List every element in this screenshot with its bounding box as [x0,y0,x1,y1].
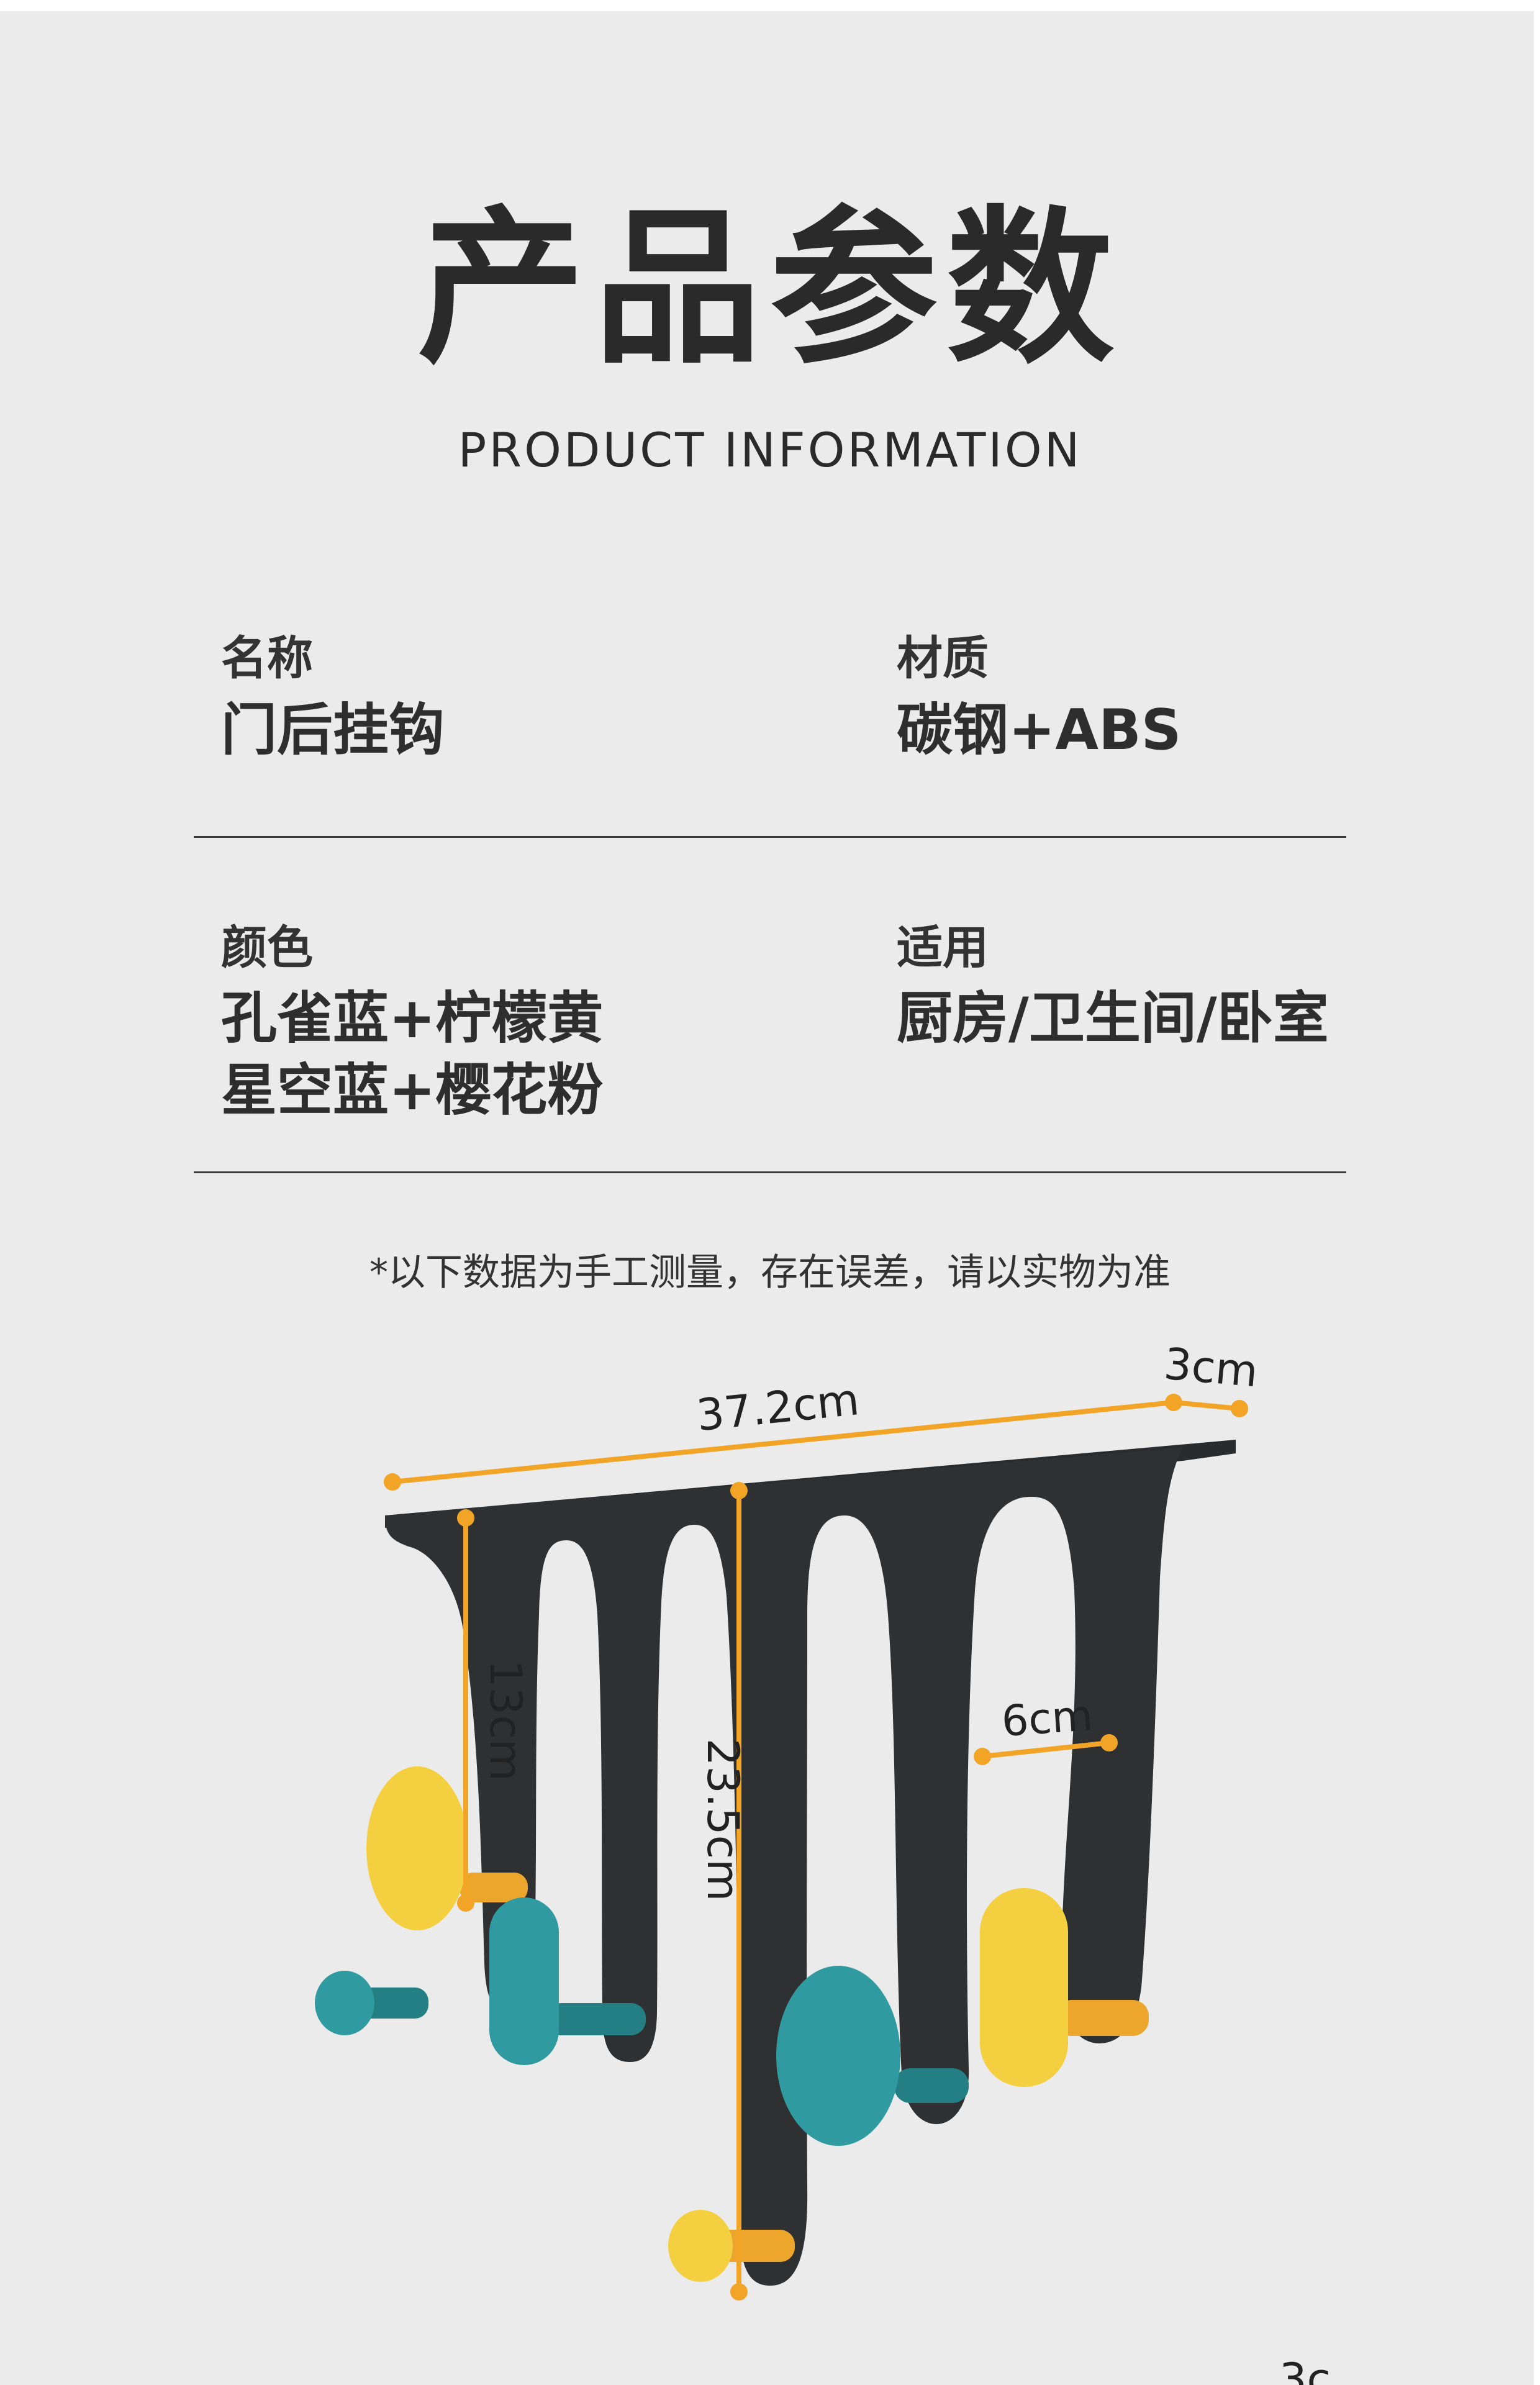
hook-cap-yellow-small [668,2210,733,2282]
hook-rack [385,1440,1236,2286]
spec-material-value: 碳钢+ABS [897,697,1182,763]
spec-name-value: 门后挂钩 [221,697,445,763]
spec-color-value-line1: 孔雀蓝+柠檬黄 [221,986,604,1051]
dimension-gap-label: 6cm [1000,1691,1094,1747]
hook-cap-yellow-large [366,1766,468,1930]
top-edge [0,0,1540,11]
dimension-depth-label: 3cm [1162,1338,1260,1397]
divider-1 [194,836,1346,838]
spec-material-label: 材质 [897,632,989,685]
dimension-length-label: 37.2cm [694,1374,861,1441]
measurement-note: *以下数据为手工测量，存在误差，请以实物为准 [369,1251,1171,1294]
hook-pegs [315,1766,1149,2282]
hook-cap-teal-large [776,1966,900,2146]
spec-usage-value: 厨房/卫生间/卧室 [897,986,1329,1051]
spec-color-label: 颜色 [221,921,313,974]
spec-usage-label: 适用 [897,921,989,974]
dimension-long-arm-label: 23.5cm [697,1738,748,1902]
page-title: 产品参数 [417,191,1123,386]
dimension-partial-bottom-label: 3c [1279,2354,1331,2385]
dimension-lines [392,1400,1240,2292]
dimension-short-arm-label: 13cm [480,1660,531,1781]
product-dimension-diagram: 37.2cm 3cm 13cm 23.5cm 6cm 3c [315,1338,1331,2385]
hook-cap-teal-oval [489,1897,559,2065]
dimension-endpoints [384,1394,1248,2301]
spec-color-value-line2: 星空蓝+樱花粉 [221,1058,604,1123]
spec-name-label: 名称 [221,632,313,685]
divider-2 [194,1171,1346,1173]
right-edge [1534,0,1540,2385]
hook-cap-teal-small [315,1971,374,2035]
hook-cap-yellow-oval [980,1888,1068,2087]
page-subtitle: PRODUCT INFORMATION [458,422,1082,478]
